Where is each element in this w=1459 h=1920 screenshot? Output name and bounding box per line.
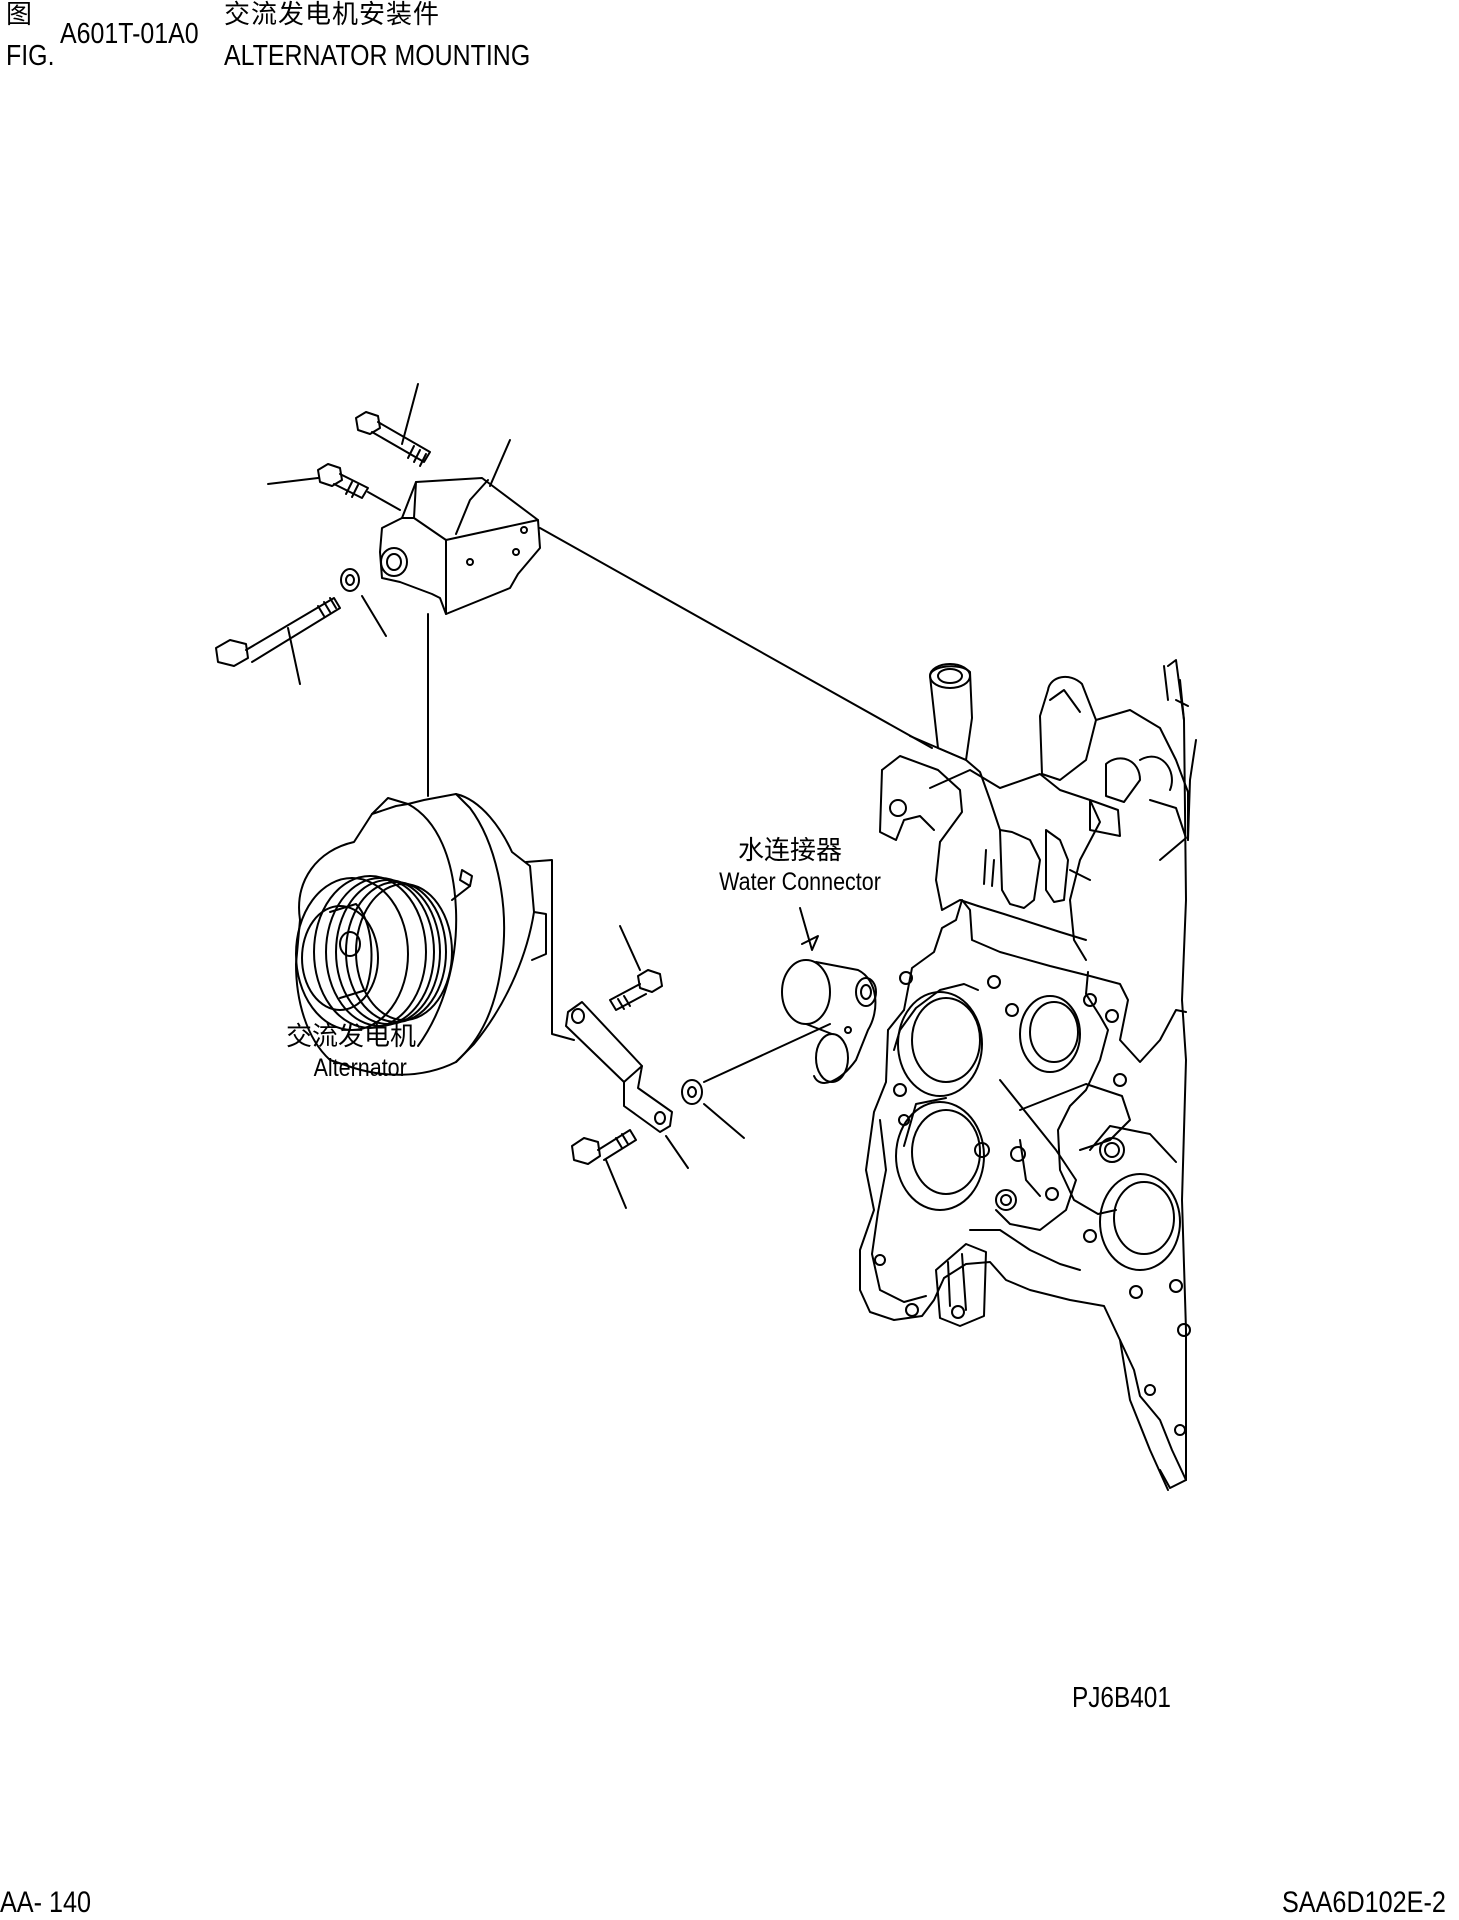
washer-upper	[341, 569, 386, 636]
long-bolt	[216, 598, 340, 684]
bolt-upper	[356, 384, 430, 466]
illustration-code: PJ6B401	[1072, 1682, 1171, 1714]
fig-label-cn: 图	[6, 0, 33, 30]
alternator-label-cn: 交流发电机	[286, 1022, 417, 1052]
water-connector-label-en: Water Connector	[719, 868, 881, 896]
alternator-leader	[526, 860, 574, 1040]
title-cn: 交流发电机安装件	[224, 0, 441, 30]
title-en: ALTERNATOR MOUNTING	[224, 40, 531, 72]
page-number: AA- 140	[0, 1886, 92, 1919]
engine-block	[860, 660, 1196, 1490]
engine-model: SAA6D102E-2	[1282, 1886, 1446, 1919]
fig-code: A601T-01A0	[60, 18, 199, 50]
water-connector	[782, 908, 876, 1083]
water-connector-label-cn: 水连接器	[738, 836, 843, 866]
alternator	[296, 794, 546, 1075]
adjusting-strap	[566, 1002, 688, 1168]
alternator-label-en: Alternator	[313, 1054, 407, 1082]
fig-label-en: FIG.	[6, 40, 55, 72]
small-bolt	[610, 926, 662, 1010]
alternator-bracket	[380, 440, 540, 614]
washer-lower	[682, 1024, 830, 1138]
lower-bolt	[572, 1130, 636, 1208]
bolt-lower	[268, 464, 368, 498]
